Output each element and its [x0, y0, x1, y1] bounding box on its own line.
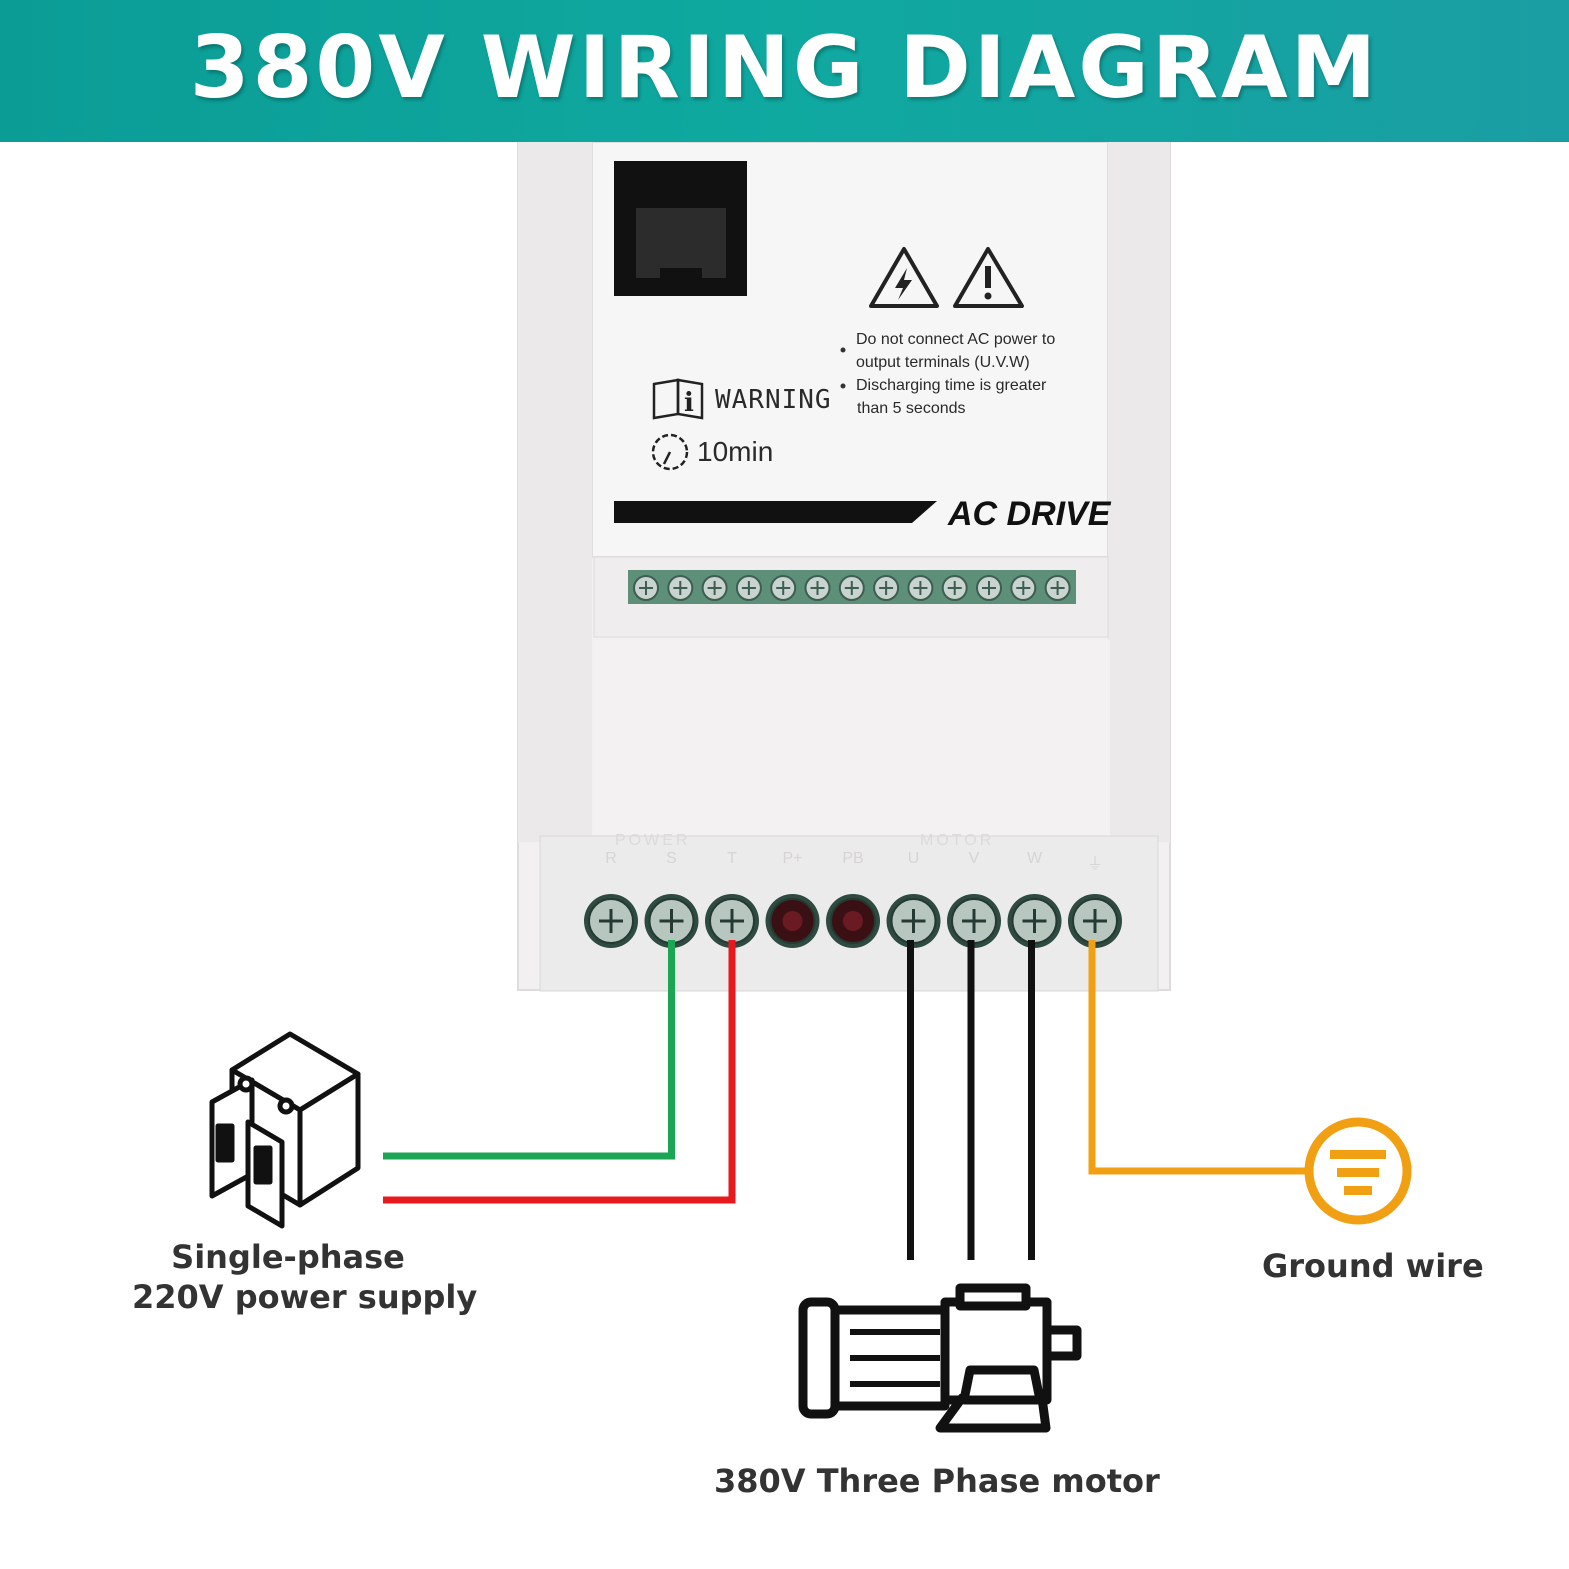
title-banner: 380V WIRING DIAGRAM: [0, 0, 1569, 142]
ground-icon: [1304, 1117, 1412, 1225]
wire-s-green: [383, 940, 675, 1160]
page-title: 380V WIRING DIAGRAM: [189, 18, 1380, 118]
terminal-label-8: ⏚: [1086, 856, 1103, 873]
warning-label: WARNING: [715, 385, 832, 415]
motor-label: 380V Three Phase motor: [714, 1462, 1160, 1500]
terminal-label-6: V: [968, 850, 980, 867]
terminal-label-5: U: [907, 850, 920, 867]
warning-note-1: Do not connect AC power to: [856, 331, 1056, 348]
wire-t-red: [383, 940, 736, 1204]
terminal-label-4: PB: [842, 850, 864, 867]
wires: [383, 940, 1309, 1260]
terminal-label-1: S: [666, 850, 677, 867]
manual-icon: i: [652, 378, 704, 420]
rj45-port-icon: [614, 161, 747, 296]
ac-drive: i: [517, 142, 1171, 992]
wiring-diagram: i: [209, 142, 1412, 1433]
terminal-label-3: P+: [782, 850, 803, 867]
warning-general-icon: [953, 247, 1024, 308]
ground-label: Ground wire: [1262, 1247, 1484, 1285]
terminal-group-motor: MOTOR: [920, 832, 995, 849]
power-supply-label-line1: Single-phase: [171, 1238, 405, 1276]
motor-icon: [798, 1283, 1082, 1433]
warning-note-2: output terminals (U.V.W): [856, 354, 1030, 371]
warning-electric-icon: [869, 247, 939, 308]
terminal-group-power: POWER: [615, 832, 691, 849]
warning-note-4: than 5 seconds: [857, 400, 966, 417]
terminal-label-0: R: [605, 850, 617, 867]
terminal-label-7: W: [1026, 850, 1043, 867]
model-stripe: [614, 501, 937, 523]
terminal-label-2: T: [727, 850, 737, 867]
power-supply-label-line2: 220V power supply: [132, 1278, 478, 1316]
svg-text:i: i: [684, 388, 694, 418]
warning-note-3: Discharging time is greater: [856, 377, 1047, 394]
model-label: AC DRIVE: [948, 495, 1111, 533]
wire-ground-orange: [1088, 940, 1309, 1175]
timer-icon: [651, 433, 689, 471]
timer-label: 10min: [697, 436, 774, 467]
breaker-icon: [209, 1031, 361, 1229]
